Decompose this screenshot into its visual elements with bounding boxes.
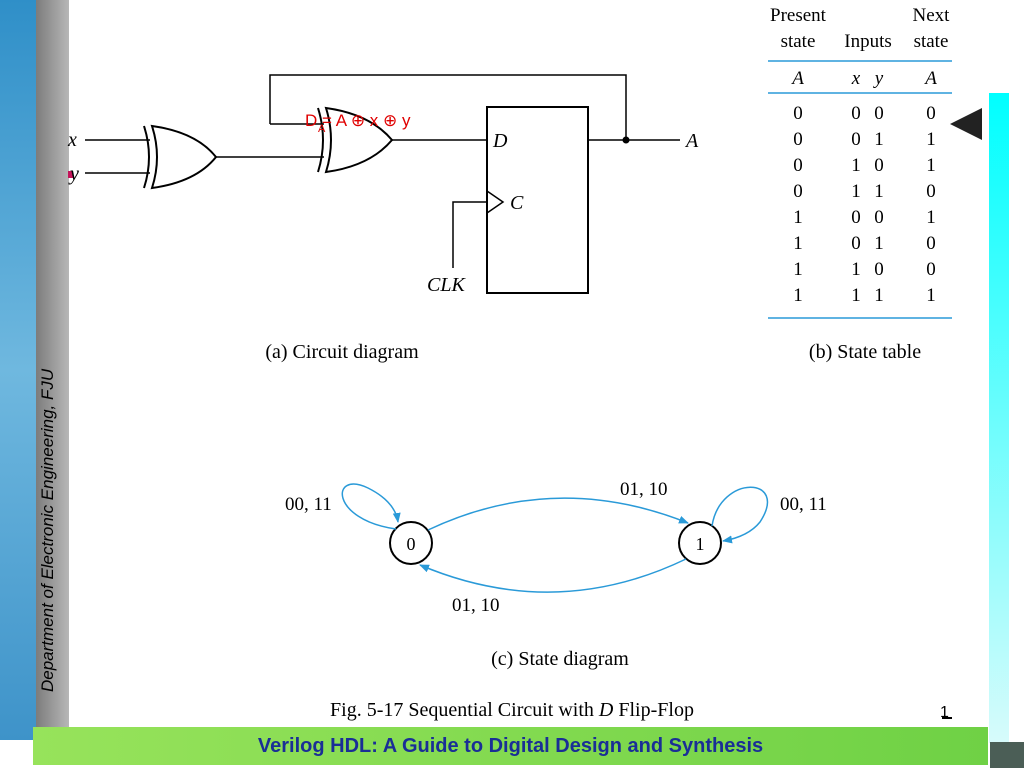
d-flip-flop <box>486 106 589 294</box>
header-inputs: Inputs <box>844 31 892 52</box>
table-cell: 1 <box>793 259 803 280</box>
xor-gate-2 <box>317 106 394 174</box>
left-blue-bar <box>0 0 36 740</box>
col-a: A <box>790 68 804 89</box>
table-cell: 0 <box>926 233 936 254</box>
junction-dot <box>622 136 630 144</box>
table-cell: 0 <box>793 129 803 150</box>
table-cell: 1 <box>851 259 861 280</box>
state-0-node <box>389 521 433 565</box>
output-a-label: A <box>684 130 699 152</box>
figure-caption-suffix: Flip-Flop <box>613 699 694 721</box>
state-table: Present state Inputs Next state A x y A … <box>768 5 952 363</box>
xor-gate-1 <box>143 124 218 190</box>
self-loop-0-label: 00, 11 <box>285 494 332 515</box>
table-cell: 1 <box>874 233 884 254</box>
input-y-label: y <box>68 163 79 185</box>
equation-label: D = A ⊕ x ⊕ y <box>305 111 411 130</box>
table-cell: 1 <box>926 155 936 176</box>
table-cell: 0 <box>851 103 861 124</box>
state-0-label: 0 <box>407 534 416 554</box>
table-cell: 1 <box>926 207 936 228</box>
transition-1-to-0-arrow <box>419 558 687 593</box>
table-cell: 1 <box>793 233 803 254</box>
page-number: 1 <box>940 704 949 721</box>
col-next-a: A <box>923 68 937 89</box>
self-loop-1-arrow <box>711 486 768 544</box>
state-diagram-caption: (c) State diagram <box>491 648 629 670</box>
table-cell: 1 <box>851 181 861 202</box>
table-cell: 1 <box>874 285 884 306</box>
transition-0-to-1-arrow <box>427 497 689 531</box>
state-diagram: 0 1 00, 11 00, 11 01, 10 01, 10 (c) Stat… <box>285 479 827 670</box>
table-cell: 0 <box>874 259 884 280</box>
table-cell: 0 <box>874 207 884 228</box>
clk-label: CLK <box>427 274 466 296</box>
equation-subscript: A <box>318 123 326 135</box>
table-cell: 0 <box>851 233 861 254</box>
footer-bar: Verilog HDL: A Guide to Digital Design a… <box>33 727 988 765</box>
table-cell: 0 <box>926 103 936 124</box>
table-cell: 1 <box>874 181 884 202</box>
input-x-label: x <box>67 129 77 151</box>
header-present: Present <box>770 5 827 26</box>
clock-triangle <box>486 190 505 214</box>
table-cell: 1 <box>793 285 803 306</box>
d-pin-label: D <box>492 130 508 152</box>
table-cell: 0 <box>874 103 884 124</box>
transition-0-to-1-label: 01, 10 <box>620 479 668 500</box>
input-marker-icon <box>68 171 73 178</box>
table-cell: 1 <box>874 129 884 150</box>
header-present-state: state <box>781 31 816 52</box>
col-y: y <box>873 68 884 89</box>
table-cell: 0 <box>874 155 884 176</box>
table-cell: 0 <box>793 181 803 202</box>
table-cell: 0 <box>926 181 936 202</box>
table-cell: 0 <box>851 129 861 150</box>
right-accent-strip <box>989 93 1009 743</box>
state-1-node <box>678 521 722 565</box>
c-pin-label: C <box>510 192 524 214</box>
table-cell: 1 <box>851 155 861 176</box>
figure-caption-italic: D <box>598 699 614 721</box>
page-number-mark <box>942 717 952 719</box>
transition-1-to-0-label: 01, 10 <box>452 595 500 616</box>
left-gray-bar <box>36 0 69 728</box>
table-cell: 1 <box>851 285 861 306</box>
header-next: Next <box>913 5 951 26</box>
self-loop-1-label: 00, 11 <box>780 494 827 515</box>
figure-caption-prefix: Fig. 5-17 Sequential Circuit with <box>330 699 599 721</box>
previous-slide-arrow-icon[interactable] <box>950 108 982 140</box>
feedback-wire <box>269 74 627 140</box>
table-cell: 1 <box>926 285 936 306</box>
table-cell: 0 <box>851 207 861 228</box>
table-cell: 1 <box>926 129 936 150</box>
circuit-diagram: x y D C CLK A D = A ⊕ x ⊕ y A (a) Circui… <box>67 74 699 363</box>
self-loop-0-arrow <box>341 483 401 530</box>
header-next-state: state <box>914 31 949 52</box>
table-cell: 0 <box>793 155 803 176</box>
figure-caption: Fig. 5-17 Sequential Circuit with D Flip… <box>330 699 694 721</box>
table-caption: (b) State table <box>809 341 921 363</box>
circuit-caption: (a) Circuit diagram <box>265 341 419 363</box>
table-cell: 0 <box>793 103 803 124</box>
state-1-label: 1 <box>696 534 705 554</box>
clk-wire <box>452 201 487 268</box>
col-x: x <box>851 68 861 89</box>
table-cell: 1 <box>793 207 803 228</box>
footer-title: Verilog HDL: A Guide to Digital Design a… <box>257 735 764 757</box>
footer-corner-block <box>990 742 1024 768</box>
table-cell: 0 <box>926 259 936 280</box>
